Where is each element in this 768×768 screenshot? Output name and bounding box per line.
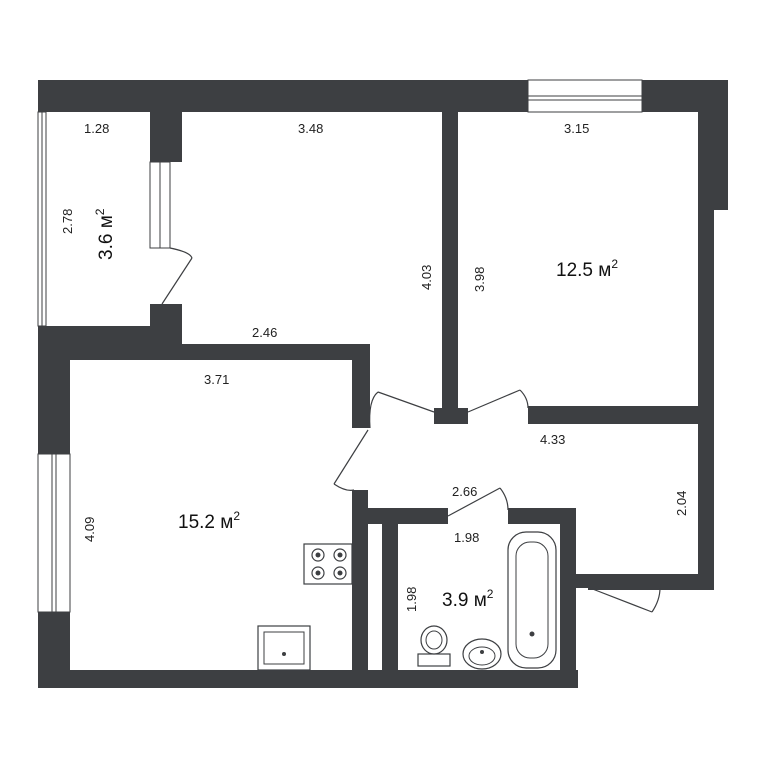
wall-bottom	[38, 670, 578, 688]
dim-corridor-inner: 2.66	[452, 484, 477, 499]
dim-hall-bottom: 2.46	[252, 325, 277, 340]
wall-bath-right	[560, 508, 576, 688]
door-entrance	[589, 587, 653, 613]
dim-corridor-height: 2.04	[674, 491, 689, 516]
doors	[161, 247, 661, 613]
dim-bedroom-width: 3.15	[564, 121, 589, 136]
door-bathroom	[447, 487, 501, 517]
svg-text:3.9 м2: 3.9 м2	[442, 587, 494, 611]
door-hall	[377, 391, 435, 413]
dim-bath-width: 1.98	[454, 530, 479, 545]
dim-hall-top: 3.48	[298, 121, 323, 136]
dim-kitchen-length: 4.09	[82, 517, 97, 542]
wall-kitchen-right-low	[352, 490, 368, 688]
wall-hall-bedroom	[442, 112, 458, 412]
wall-bath-top-left	[368, 508, 448, 524]
wall-right-mid	[698, 210, 714, 588]
sink-icon	[257, 625, 311, 671]
svg-text:3.6 м2: 3.6 м2	[93, 208, 117, 260]
window-kitchen	[37, 453, 71, 613]
dim-balcony-length: 2.78	[60, 209, 75, 234]
windows	[37, 79, 643, 613]
door-bedroom	[467, 389, 521, 413]
dim-bedroom-left: 3.98	[472, 267, 487, 292]
wall-balcony-bottom	[38, 326, 182, 344]
dim-kitchen-width: 3.71	[204, 372, 229, 387]
wall-bath-top-right	[508, 508, 576, 524]
wall-left-upper	[38, 330, 70, 454]
dim-bath-height: 1.98	[404, 587, 419, 612]
wall-balcony-hall	[150, 112, 182, 162]
walls	[38, 80, 728, 688]
dim-balcony-width: 1.28	[84, 121, 109, 136]
dim-corridor-width: 4.33	[540, 432, 565, 447]
dim-hall-right: 4.03	[419, 265, 434, 290]
wall-right-low	[588, 574, 714, 590]
svg-text:15.2 м2: 15.2 м2	[178, 509, 240, 533]
room-area-balcony: 3.6 м2	[93, 208, 117, 260]
wall-balcony-hall-low	[150, 304, 182, 344]
room-area-bedroom: 12.5 м2	[556, 257, 618, 281]
wall-divider-stub	[434, 408, 468, 424]
washbasin-icon	[462, 638, 502, 670]
wall-corridor-stub	[576, 574, 590, 588]
wall-kitchen-top	[70, 344, 370, 360]
wall-bedroom-bottom	[528, 406, 714, 424]
wall-bath-left	[382, 524, 398, 688]
door-balcony	[161, 257, 193, 305]
dimension-labels: 1.28 2.78 3.48 4.03 2.46 3.15 3.98 3.71 …	[60, 121, 689, 612]
room-area-kitchen: 15.2 м2	[178, 509, 240, 533]
stove-icon	[303, 543, 353, 585]
wall-kitchen-right-top	[352, 344, 370, 428]
room-labels: 3.6 м2 12.5 м2 15.2 м2 3.9 м2	[93, 208, 618, 611]
svg-text:12.5 м2: 12.5 м2	[556, 257, 618, 281]
door-kitchen	[333, 429, 369, 485]
bathtub-icon	[507, 531, 557, 669]
toilet-icon	[417, 625, 451, 667]
wall-right-upper	[698, 80, 728, 210]
room-area-bathroom: 3.9 м2	[442, 587, 494, 611]
